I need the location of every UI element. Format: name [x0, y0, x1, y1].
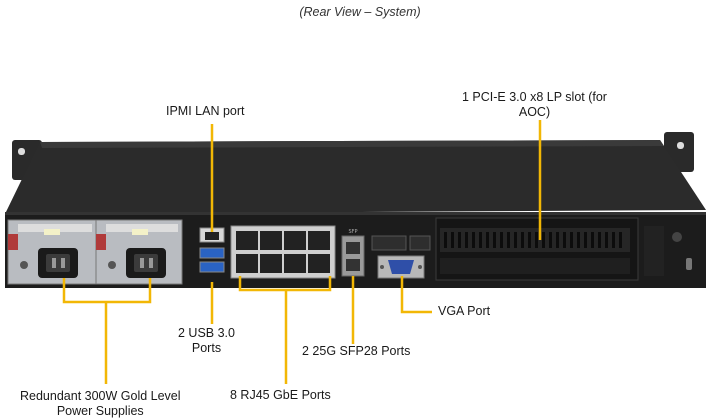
power-supply-2	[95, 219, 183, 285]
usb-ports-label-line1: 2 USB 3.0	[178, 326, 235, 340]
power-supplies-label-line1: Redundant 300W Gold Level	[20, 389, 181, 403]
usb-ports-label: 2 USB 3.0 Ports	[178, 326, 235, 356]
vga-port	[377, 255, 425, 279]
usb-port-1	[199, 247, 225, 259]
sfp28-ports-label: 2 25G SFP28 Ports	[302, 344, 411, 358]
chassis-top	[5, 140, 706, 214]
pcie-slot-label-line1: 1 PCI-E 3.0 x8 LP slot (for	[462, 90, 607, 104]
rj45-ports-label: 8 RJ45 GbE Ports	[230, 388, 331, 402]
sfp28-cages	[341, 235, 365, 277]
usb-ports-label-line2: Ports	[191, 341, 222, 355]
usb-port-2	[199, 261, 225, 273]
callout-lines	[62, 120, 542, 384]
pcie-slot	[435, 217, 639, 281]
power-supplies-label-line2: Power Supplies	[56, 404, 144, 418]
vga-port-label: VGA Port	[438, 304, 491, 318]
power-supply-1	[7, 219, 97, 285]
power-supplies-label: Redundant 300W Gold Level Power Supplies	[20, 389, 181, 419]
pcie-slot-label-line2: AOC)	[518, 105, 551, 119]
diagram-caption: (Rear View – System)	[299, 5, 421, 19]
pcie-slot-label: 1 PCI-E 3.0 x8 LP slot (for AOC)	[462, 90, 607, 120]
sfp-cage-label: SFP	[348, 229, 357, 235]
rj45-port-block	[230, 225, 336, 279]
ipmi-lan-port-label: IPMI LAN port	[166, 104, 245, 118]
